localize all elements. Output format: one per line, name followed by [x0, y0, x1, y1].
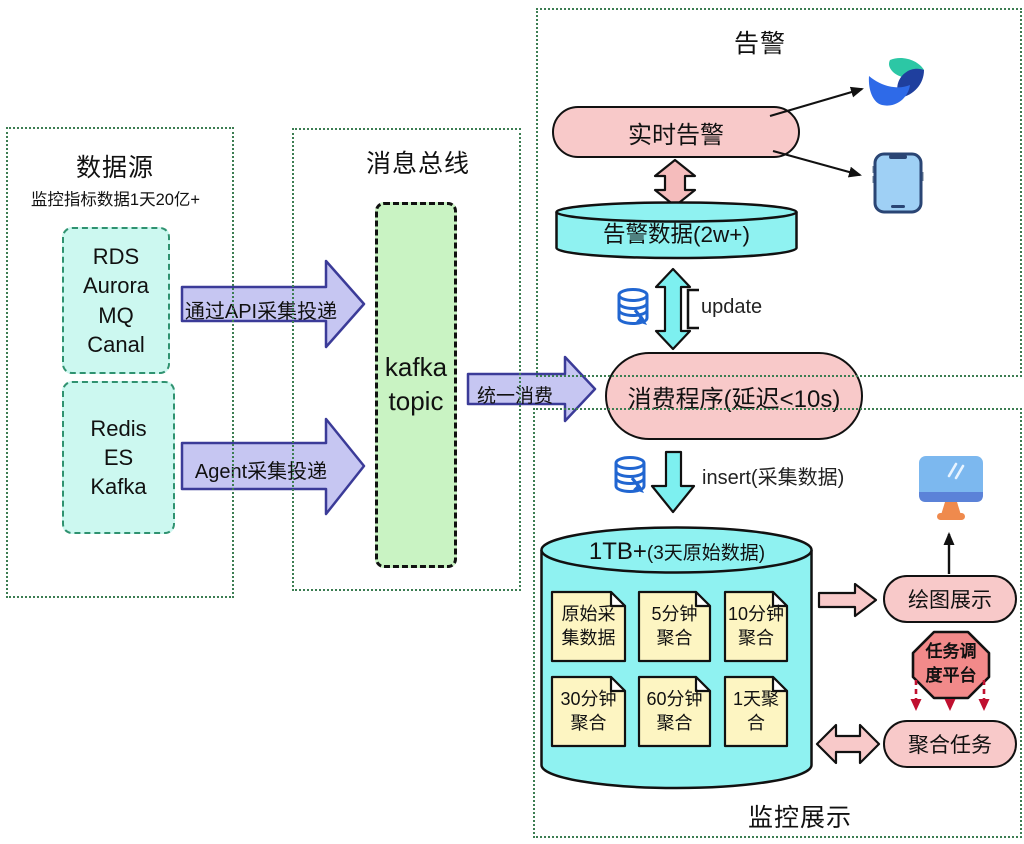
aggregate-task-pill: 聚合任务	[883, 720, 1017, 768]
rds-node: RDS Aurora MQ Canal	[62, 227, 170, 374]
message-bus-title: 消息总线	[365, 150, 470, 178]
note-30min: 30分钟聚合	[550, 675, 627, 748]
redis-node-line: ES	[103, 444, 134, 470]
storage-desc-label: (3天原始数据)	[646, 543, 766, 564]
consume-flow-label: 统一消费	[476, 386, 553, 407]
scheduler-octagon	[911, 630, 991, 700]
consumer-pill: 消费程序(延迟<10s)	[605, 352, 863, 440]
bracket-shape	[686, 288, 699, 330]
scheduler-line: 任务调	[925, 642, 977, 661]
agg-double-arrow	[815, 723, 881, 765]
kafka-topic-node: kafka topic	[375, 202, 457, 568]
kafka-topic-line: topic	[388, 386, 444, 416]
api-flow-label: 通过API采集投递	[184, 301, 338, 323]
agent-flow-label: Agent采集投递	[194, 461, 328, 483]
draw-display-label: 绘图展示	[908, 589, 992, 612]
alert-section-border	[536, 8, 1022, 377]
realtime-alert-pill: 实时告警	[552, 106, 800, 158]
note-line: 聚合	[656, 712, 693, 733]
rds-node-line: MQ	[98, 302, 134, 328]
note-line: 5分钟	[651, 603, 698, 624]
monitor-title: 监控展示	[747, 804, 852, 832]
insert-label: insert(采集数据)	[702, 467, 845, 489]
consume-flow-arrow	[466, 355, 597, 423]
storage-size-label: 1TB+	[588, 538, 647, 565]
rds-node-line: Aurora	[82, 273, 150, 299]
consumer-pill-label: 消费程序(延迟<10s)	[627, 385, 841, 413]
update-label: update	[701, 296, 763, 318]
rds-node-line: Canal	[87, 331, 145, 357]
monitor-icon	[919, 456, 983, 520]
note-line: 原始采	[561, 603, 616, 624]
insert-down-arrow	[650, 450, 696, 514]
data-source-title: 数据源	[75, 154, 154, 182]
bird-logo-icon	[868, 58, 924, 106]
note-5min: 5分钟聚合	[637, 590, 712, 663]
to-draw-arrow	[817, 582, 878, 618]
realtime-alert-label: 实时告警	[628, 121, 724, 149]
note-line: 合	[747, 712, 765, 733]
note-line: 聚合	[738, 627, 774, 648]
database-cursor-icon	[617, 288, 649, 325]
alert-data-cylinder-label: 告警数据(2w+)	[603, 222, 750, 247]
note-line: 集数据	[561, 627, 616, 648]
aggregate-task-label: 聚合任务	[908, 734, 992, 757]
note-1day: 1天聚合	[723, 675, 789, 748]
note-line: 聚合	[656, 627, 693, 648]
note-raw-data: 原始采集数据	[550, 590, 627, 663]
alert-data-cylinder	[555, 201, 798, 260]
redis-node-line: Kafka	[90, 474, 147, 500]
kafka-topic-line: kafka	[384, 352, 448, 383]
storage-cylinder-title: 1TB+(3天原始数据)	[558, 538, 796, 566]
database-cursor-icon	[614, 456, 646, 493]
note-line: 10分钟	[727, 603, 785, 624]
scheduler-line: 度平台	[925, 665, 977, 685]
api-flow-arrow	[180, 259, 366, 349]
alert-title: 告警	[733, 30, 786, 58]
scheduler-octagon-label: 任务调 度平台	[910, 640, 992, 688]
redis-node: Redis ES Kafka	[62, 381, 175, 534]
note-10min: 10分钟聚合	[723, 590, 789, 663]
draw-display-pill: 绘图展示	[883, 575, 1017, 623]
rds-node-line: RDS	[92, 244, 140, 269]
data-source-subtitle: 监控指标数据1天20亿+	[30, 191, 201, 209]
phone-icon	[872, 152, 924, 214]
agent-flow-arrow	[180, 417, 366, 516]
note-line: 60分钟	[646, 688, 703, 709]
note-line: 聚合	[570, 712, 607, 733]
update-double-arrow	[654, 267, 692, 351]
note-line: 30分钟	[560, 688, 617, 709]
redis-node-line: Redis	[90, 415, 147, 441]
note-line: 1天聚	[732, 688, 779, 709]
note-60min: 60分钟聚合	[637, 675, 712, 748]
